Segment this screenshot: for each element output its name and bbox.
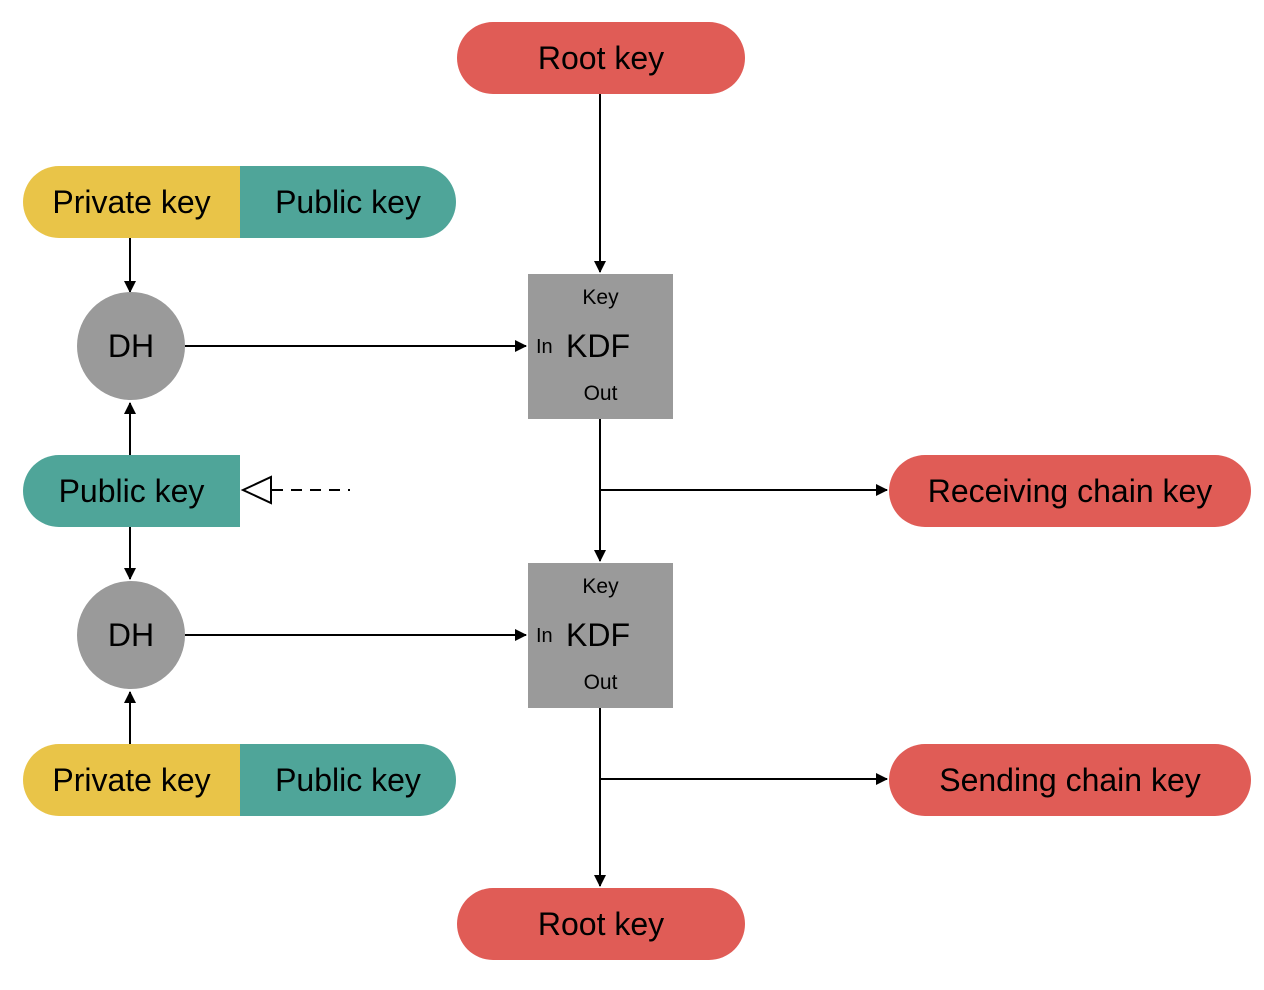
kdf1-out-port-label: Out — [583, 382, 618, 405]
dh-node-2-label: DH — [107, 616, 155, 653]
hollow-arrowhead — [240, 475, 272, 505]
public-key-bottom-label: Public key — [275, 761, 421, 798]
root-key-top: Root key — [457, 22, 745, 94]
kdf-box-2: Key In KDF Out — [528, 563, 673, 708]
private-key-top: Private key — [23, 166, 240, 238]
received-public-key: Public key — [23, 455, 240, 527]
dh-node-1-label: DH — [107, 327, 155, 364]
root-key-bottom: Root key — [457, 888, 745, 960]
kdf2-key-port-label: Key — [582, 575, 619, 598]
private-key-bottom: Private key — [23, 744, 240, 816]
receiving-chain-key: Receiving chain key — [889, 455, 1251, 527]
kdf2-in-port-label: In — [536, 625, 553, 647]
receiving-chain-key-label: Receiving chain key — [927, 472, 1213, 509]
sending-chain-key: Sending chain key — [889, 744, 1251, 816]
public-key-top: Public key — [240, 166, 456, 238]
private-key-top-label: Private key — [52, 183, 211, 220]
dh-node-1: DH — [77, 292, 185, 400]
kdf2-title: KDF — [566, 617, 630, 653]
kdf-box-1: Key In KDF Out — [528, 274, 673, 419]
sending-chain-key-label: Sending chain key — [939, 761, 1201, 798]
kdf1-in-port-label: In — [536, 336, 553, 358]
public-key-bottom: Public key — [240, 744, 456, 816]
kdf1-title: KDF — [566, 328, 630, 364]
public-key-top-label: Public key — [275, 183, 421, 220]
root-key-bottom-label: Root key — [537, 905, 665, 942]
root-key-top-label: Root key — [537, 39, 665, 76]
kdf1-key-port-label: Key — [582, 286, 619, 309]
kdf2-out-port-label: Out — [583, 671, 618, 694]
received-public-key-label: Public key — [58, 472, 205, 509]
private-key-bottom-label: Private key — [52, 761, 211, 798]
dh-node-2: DH — [77, 581, 185, 689]
